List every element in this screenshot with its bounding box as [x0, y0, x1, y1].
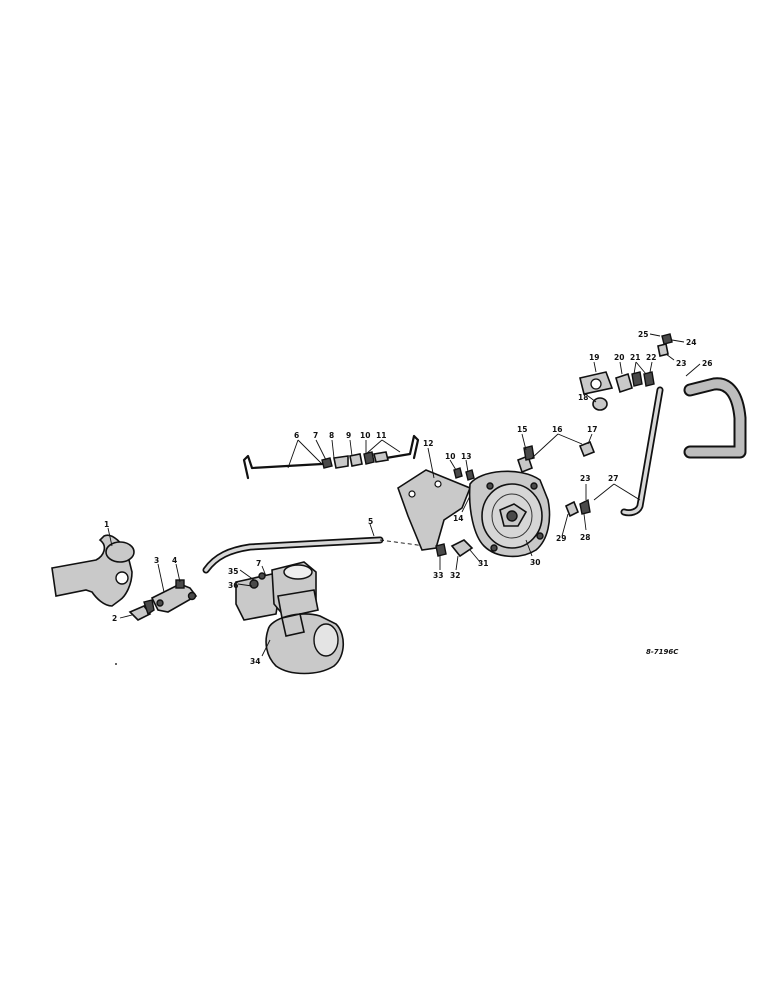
part-1-inlet-elbow — [51, 527, 135, 607]
callout-24: 24 — [686, 338, 696, 347]
callout-9: 9 — [346, 431, 351, 440]
fittings-15-17 — [517, 433, 596, 474]
callout-28: 28 — [580, 533, 590, 542]
part-12-bracket — [397, 447, 472, 551]
fittings-18-25 — [579, 333, 685, 411]
callout-19: 19 — [589, 353, 599, 362]
callout-16: 16 — [552, 425, 562, 434]
fittings-23-28-29 — [561, 484, 591, 537]
callout-12: 12 — [423, 439, 433, 448]
part-34-carburetor — [235, 561, 345, 675]
callout-10b: 10 — [445, 452, 455, 461]
callout-21: 21 — [630, 353, 640, 362]
callout-7b: 7 — [256, 559, 261, 568]
callout-8: 8 — [329, 431, 334, 440]
callout-23b: 23 — [580, 474, 590, 483]
callout-2: 2 — [112, 614, 117, 623]
callout-33: 33 — [433, 571, 443, 580]
callout-26: 26 — [702, 359, 712, 368]
callout-3: 3 — [154, 556, 159, 565]
callout-30: 30 — [530, 558, 540, 567]
callout-4: 4 — [172, 556, 177, 565]
part-3-4-valve — [150, 563, 198, 613]
callout-1: 1 — [104, 520, 109, 529]
fittings-7-11 — [315, 439, 401, 469]
part-6-rod — [242, 434, 420, 480]
callout-11: 11 — [376, 431, 386, 440]
callout-7a: 7 — [313, 431, 318, 440]
callout-31: 31 — [478, 559, 488, 568]
callout-14: 14 — [453, 514, 463, 523]
callout-18: 18 — [578, 393, 588, 402]
stray-mark — [115, 663, 117, 665]
callout-34: 34 — [250, 657, 260, 666]
callout-10a: 10 — [360, 431, 370, 440]
callout-27: 27 — [608, 474, 618, 483]
callout-6: 6 — [294, 431, 299, 440]
callout-35: 35 — [228, 567, 238, 576]
callout-15: 15 — [517, 425, 527, 434]
callout-22: 22 — [646, 353, 656, 362]
callout-17: 17 — [587, 425, 597, 434]
figure-code: 8-7196C — [646, 648, 679, 656]
callout-23a: 23 — [676, 359, 686, 368]
fittings-31-33 — [435, 539, 481, 571]
callout-labels: 1 2 3 4 5 6 7 8 9 10 11 12 10 13 14 15 1… — [104, 330, 712, 666]
callout-36: 36 — [228, 581, 238, 590]
callout-25: 25 — [638, 330, 648, 339]
callout-20: 20 — [614, 353, 624, 362]
callout-13: 13 — [461, 452, 471, 461]
part-26-hose — [683, 363, 747, 459]
part-27-pipe — [593, 386, 664, 517]
part-5-fuel-pipe — [202, 523, 441, 574]
part-30-fuel-pump — [468, 470, 551, 558]
callout-5: 5 — [368, 517, 373, 526]
callout-29: 29 — [556, 534, 566, 543]
callout-32: 32 — [450, 571, 460, 580]
part-2-elbow-fitting — [119, 599, 155, 621]
